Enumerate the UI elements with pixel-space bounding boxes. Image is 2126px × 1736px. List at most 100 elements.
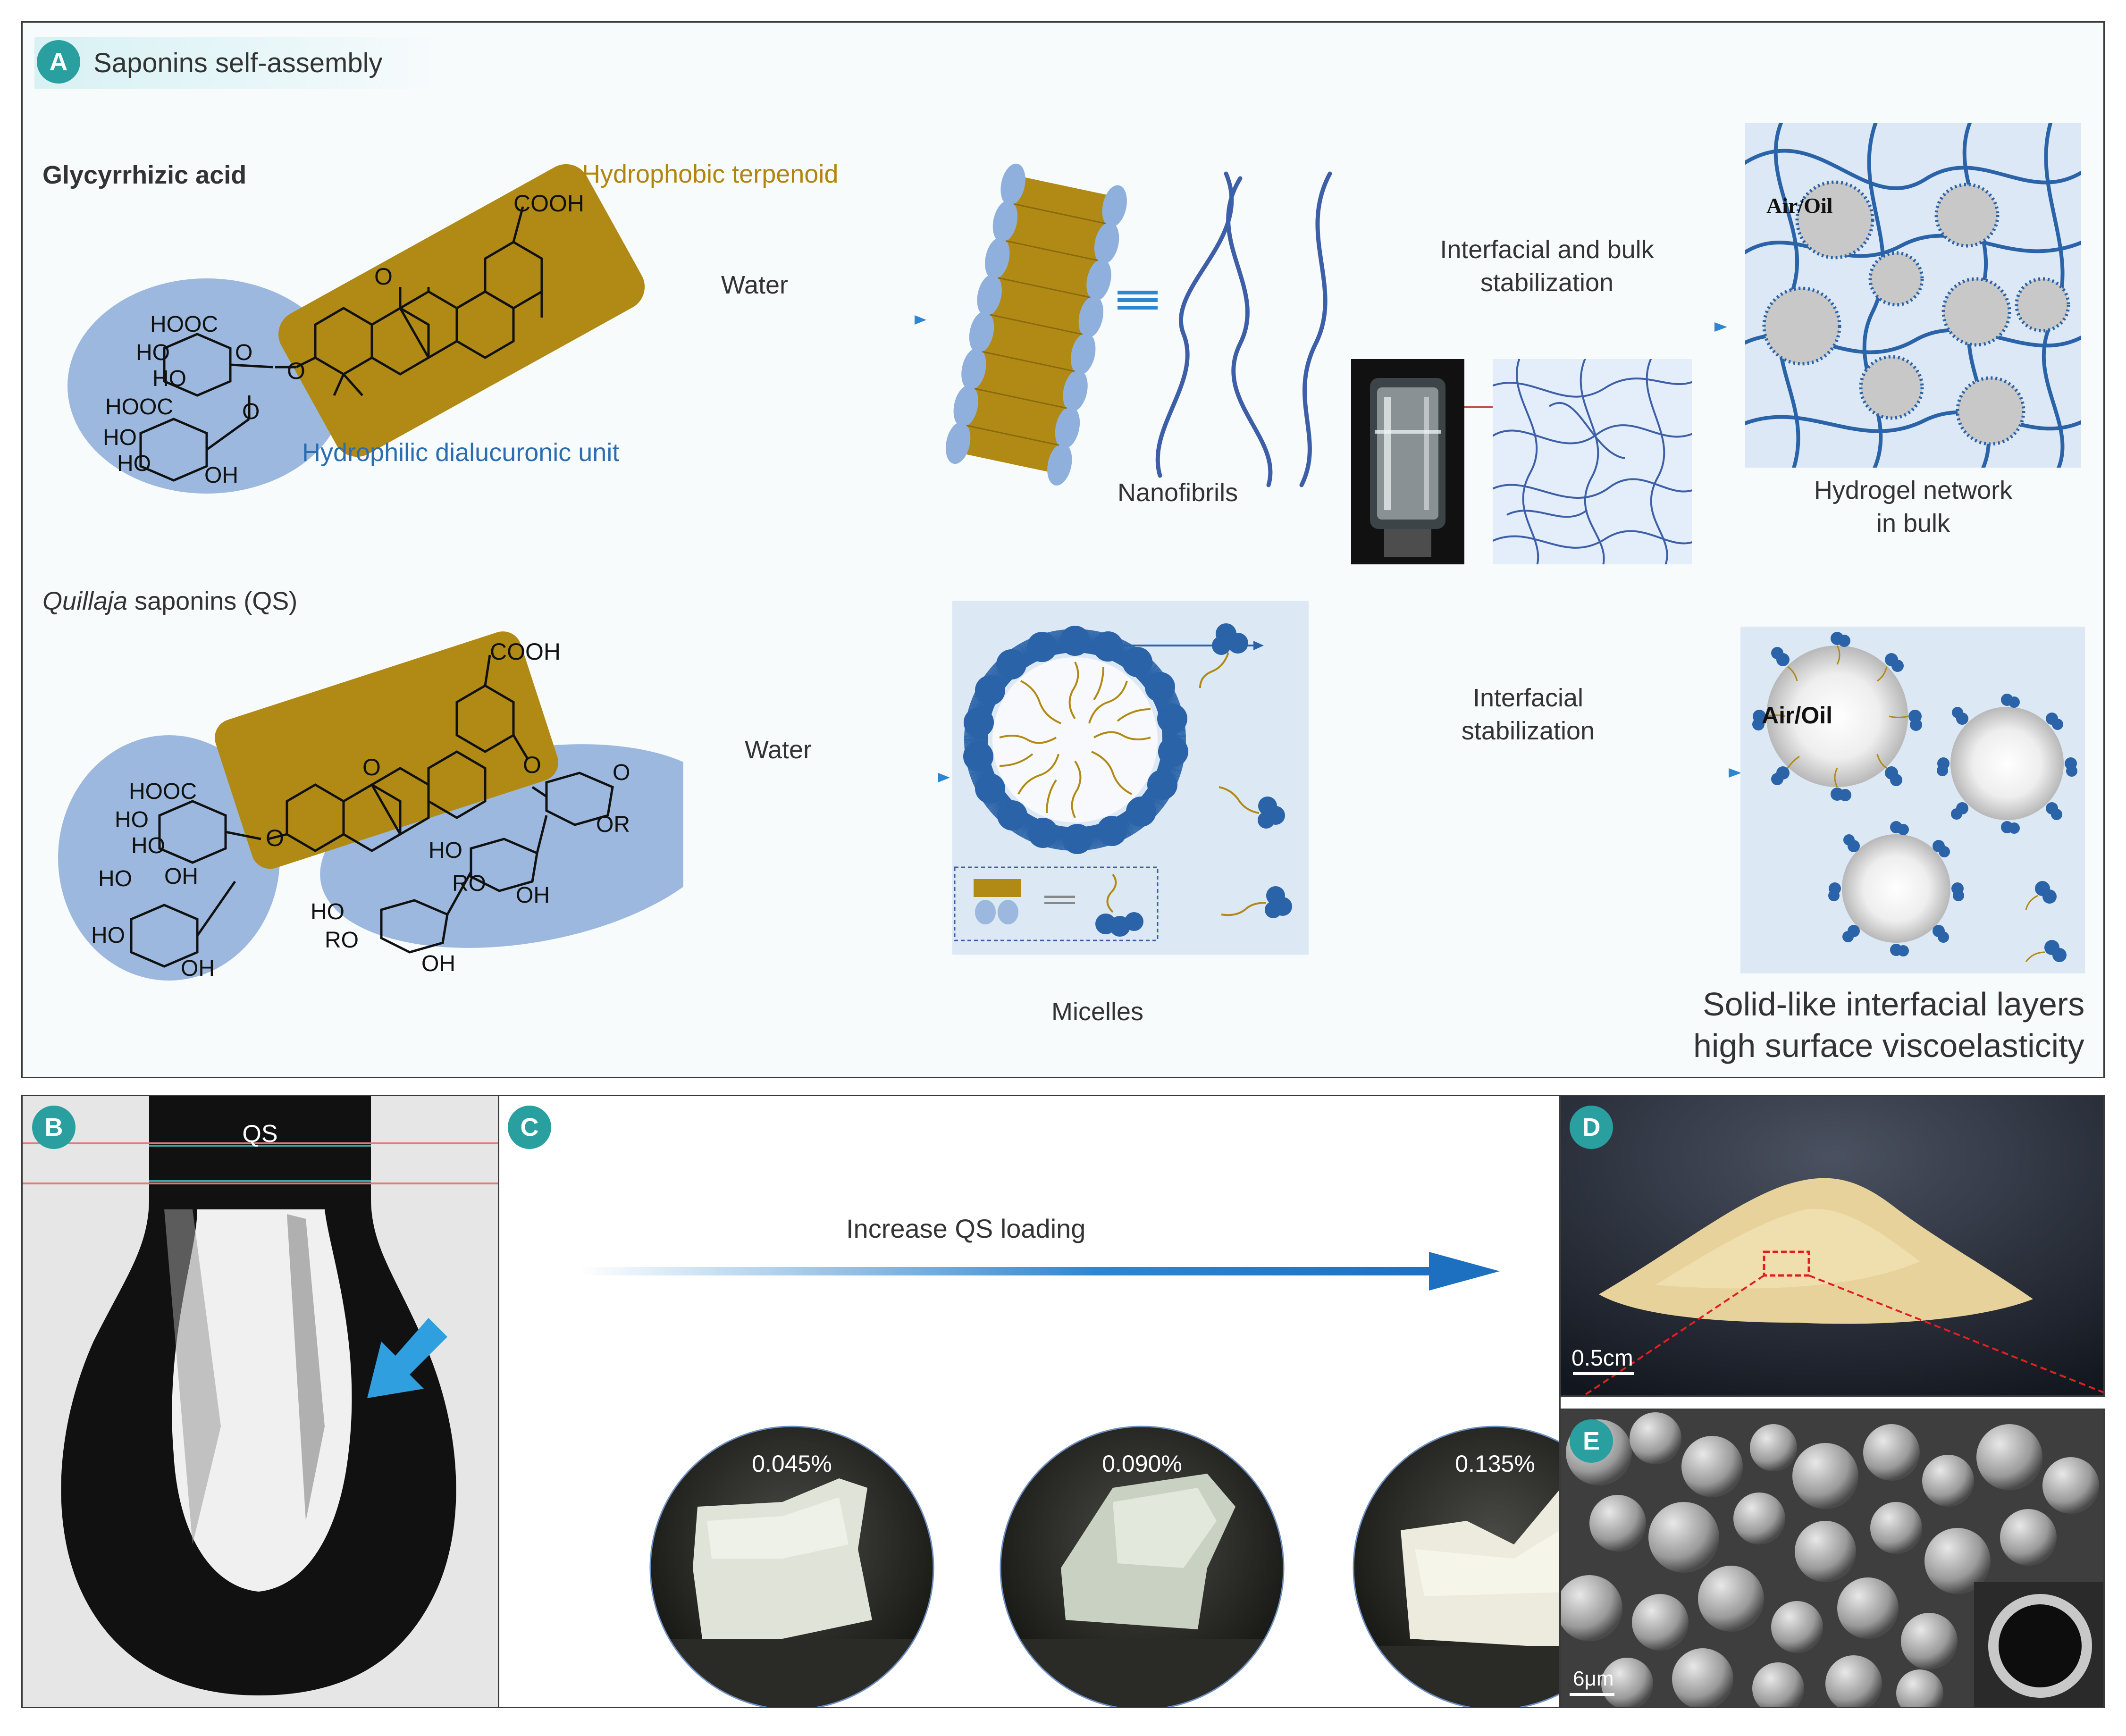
stabilization-arrow-2: [1358, 768, 1741, 778]
air-oil-label-1: Air/Oil: [1766, 193, 1833, 218]
water-label-1: Water: [721, 271, 789, 299]
cooh-label: COOH: [513, 190, 584, 217]
free-saponin-4: [2025, 881, 2057, 910]
stabilization-arrow-1: [1372, 322, 1727, 332]
increase-loading-label: Increase QS loading: [846, 1214, 1086, 1243]
free-saponin-3: [1221, 886, 1292, 918]
panel-c: C Increase QS loading: [498, 1095, 1561, 1708]
micelles-label: Micelles: [1051, 998, 1144, 1026]
panel-a-title: Saponins self-assembly: [93, 48, 383, 78]
glycyrrhizic-acid-label: Glycyrrhizic acid: [42, 161, 247, 189]
ro-label-qs-1: RO: [452, 871, 486, 896]
droplet-3: [1828, 821, 1964, 956]
nanofibril-stack: [945, 163, 1127, 486]
increase-loading-arrow: [580, 1252, 1500, 1291]
or-label-qs: OR: [596, 812, 630, 837]
panel-d: 0.5cm D: [1560, 1095, 2105, 1397]
badge-b: B: [32, 1106, 76, 1149]
quillaja-label-italic: Quillaja: [42, 587, 128, 615]
stabilization-label-2b: stabilization: [1461, 717, 1595, 745]
glycyrrhizic-structure: COOH O O HOOC HO HO O HOOC HO HO OH O: [67, 164, 645, 494]
surface-viscoelasticity-label: high surface viscoelasticity: [1693, 1027, 2084, 1064]
badge-d: D: [1570, 1106, 1613, 1149]
oh-label-qs-3: OH: [516, 883, 550, 908]
ho-label-1: HO: [136, 340, 170, 365]
ho-label-qs-5: HO: [429, 838, 462, 863]
hydrophilic-unit-label: Hydrophilic dialucuronic unit: [302, 438, 620, 467]
droplet-1: Air/Oil: [1752, 632, 1922, 801]
hooc-label-1: HOOC: [150, 312, 218, 337]
ho-label-qs-3: HO: [98, 866, 132, 891]
cooh-label-qs: COOH: [490, 638, 561, 665]
ring-o-label-qs: O: [613, 760, 630, 785]
legend-box: [954, 866, 1159, 941]
needle-qs-label: QS: [242, 1120, 278, 1148]
ho-label-qs-2: HO: [131, 833, 165, 858]
ro-label-qs-2: RO: [325, 928, 359, 953]
panel-b: QS B: [21, 1095, 499, 1708]
ring-o-label-2: O: [242, 399, 260, 424]
hydrophilic-region-left: [58, 735, 280, 981]
ho-label-3: HO: [103, 425, 137, 450]
oh-label-qs-2: OH: [181, 956, 215, 981]
free-saponin-2: [1218, 786, 1285, 829]
sample-photo-2: [1000, 1426, 1284, 1707]
oh-label-qs-1: OH: [164, 864, 198, 889]
keto-o-label: O: [374, 263, 393, 290]
stabilization-label-1b: stabilization: [1480, 268, 1614, 297]
ho-label-2: HO: [152, 366, 186, 391]
hydrophobic-region: [278, 164, 645, 457]
sample-label-1: 0.045%: [752, 1451, 832, 1477]
water-arrow-2: [683, 773, 950, 782]
hydrogel-photos: [649, 1426, 1559, 1707]
sample-label-3: 0.135%: [1455, 1451, 1535, 1477]
oh-label-qs-4: OH: [421, 951, 455, 976]
hydrogel-label-1: Hydrogel network: [1814, 476, 2013, 504]
nanofibrils-label: Nanofibrils: [1118, 478, 1238, 507]
interfacial-droplets: Air/Oil: [1740, 627, 2085, 973]
scale-bar-d-label: 0.5cm: [1571, 1346, 1633, 1371]
micelle-diagram: [952, 601, 1309, 955]
quillaja-label: Quillaja saponins (QS): [42, 587, 297, 616]
pendant-drop-image: [23, 1096, 498, 1695]
oh-label-1: OH: [204, 463, 238, 488]
ho-label-qs-1: HO: [115, 807, 149, 832]
micelle: [963, 626, 1188, 854]
hydrophilic-region: [67, 278, 346, 494]
stabilization-label-2a: Interfacial: [1472, 684, 1584, 712]
equals-icon: [1118, 291, 1158, 310]
stabilization-label-1a: Interfacial and bulk: [1440, 235, 1654, 264]
ho-label-4: HO: [117, 451, 151, 476]
keto-o-label-qs: O: [362, 754, 381, 780]
panel-a: A Saponins self-assembly Glycyrrhizic ac…: [21, 21, 2105, 1078]
nanofibril-strands: [1155, 171, 1332, 487]
sem-image: [1561, 1410, 2103, 1707]
air-oil-label-2: Air/Oil: [1762, 702, 1832, 729]
quillaja-structure: COOH O O O HOOC HO HO HO OH HO OH OR HO …: [58, 631, 683, 981]
hydrogel-bulk-network: Air/Oil: [1745, 123, 2081, 468]
hooc-label-qs: HOOC: [129, 779, 197, 804]
powder-photo: [1561, 1096, 2103, 1395]
droplet-2: [1937, 694, 2077, 834]
ho-label-qs-4: HO: [91, 923, 125, 948]
badge-e: E: [1570, 1419, 1613, 1463]
ho-label-qs-6: HO: [311, 899, 345, 924]
quillaja-label-rest: saponins (QS): [127, 587, 298, 615]
free-saponin-5: [2025, 940, 2067, 962]
link-o-label: O: [287, 358, 305, 384]
hydrophobic-terpenoid-label: Hydrophobic terpenoid: [582, 160, 839, 188]
badge-c: C: [508, 1106, 551, 1149]
link-o-label-qs: O: [266, 825, 284, 851]
water-arrow-1: [636, 315, 926, 325]
ring-o-label-1: O: [235, 340, 252, 365]
surface-arrow-icon: [367, 1318, 447, 1398]
free-saponin: [1199, 623, 1248, 688]
ester-o-label-qs: O: [523, 752, 541, 778]
water-label-2: Water: [745, 736, 812, 764]
hydrogel-label-2: in bulk: [1876, 509, 1950, 537]
hydrogel-vial-photo: [1351, 359, 1464, 564]
title-ribbon: [34, 37, 445, 89]
hooc-label-2: HOOC: [105, 394, 173, 419]
panel-e: 6μm E: [1560, 1409, 2105, 1708]
hydrophobic-region-qs: [215, 631, 558, 869]
